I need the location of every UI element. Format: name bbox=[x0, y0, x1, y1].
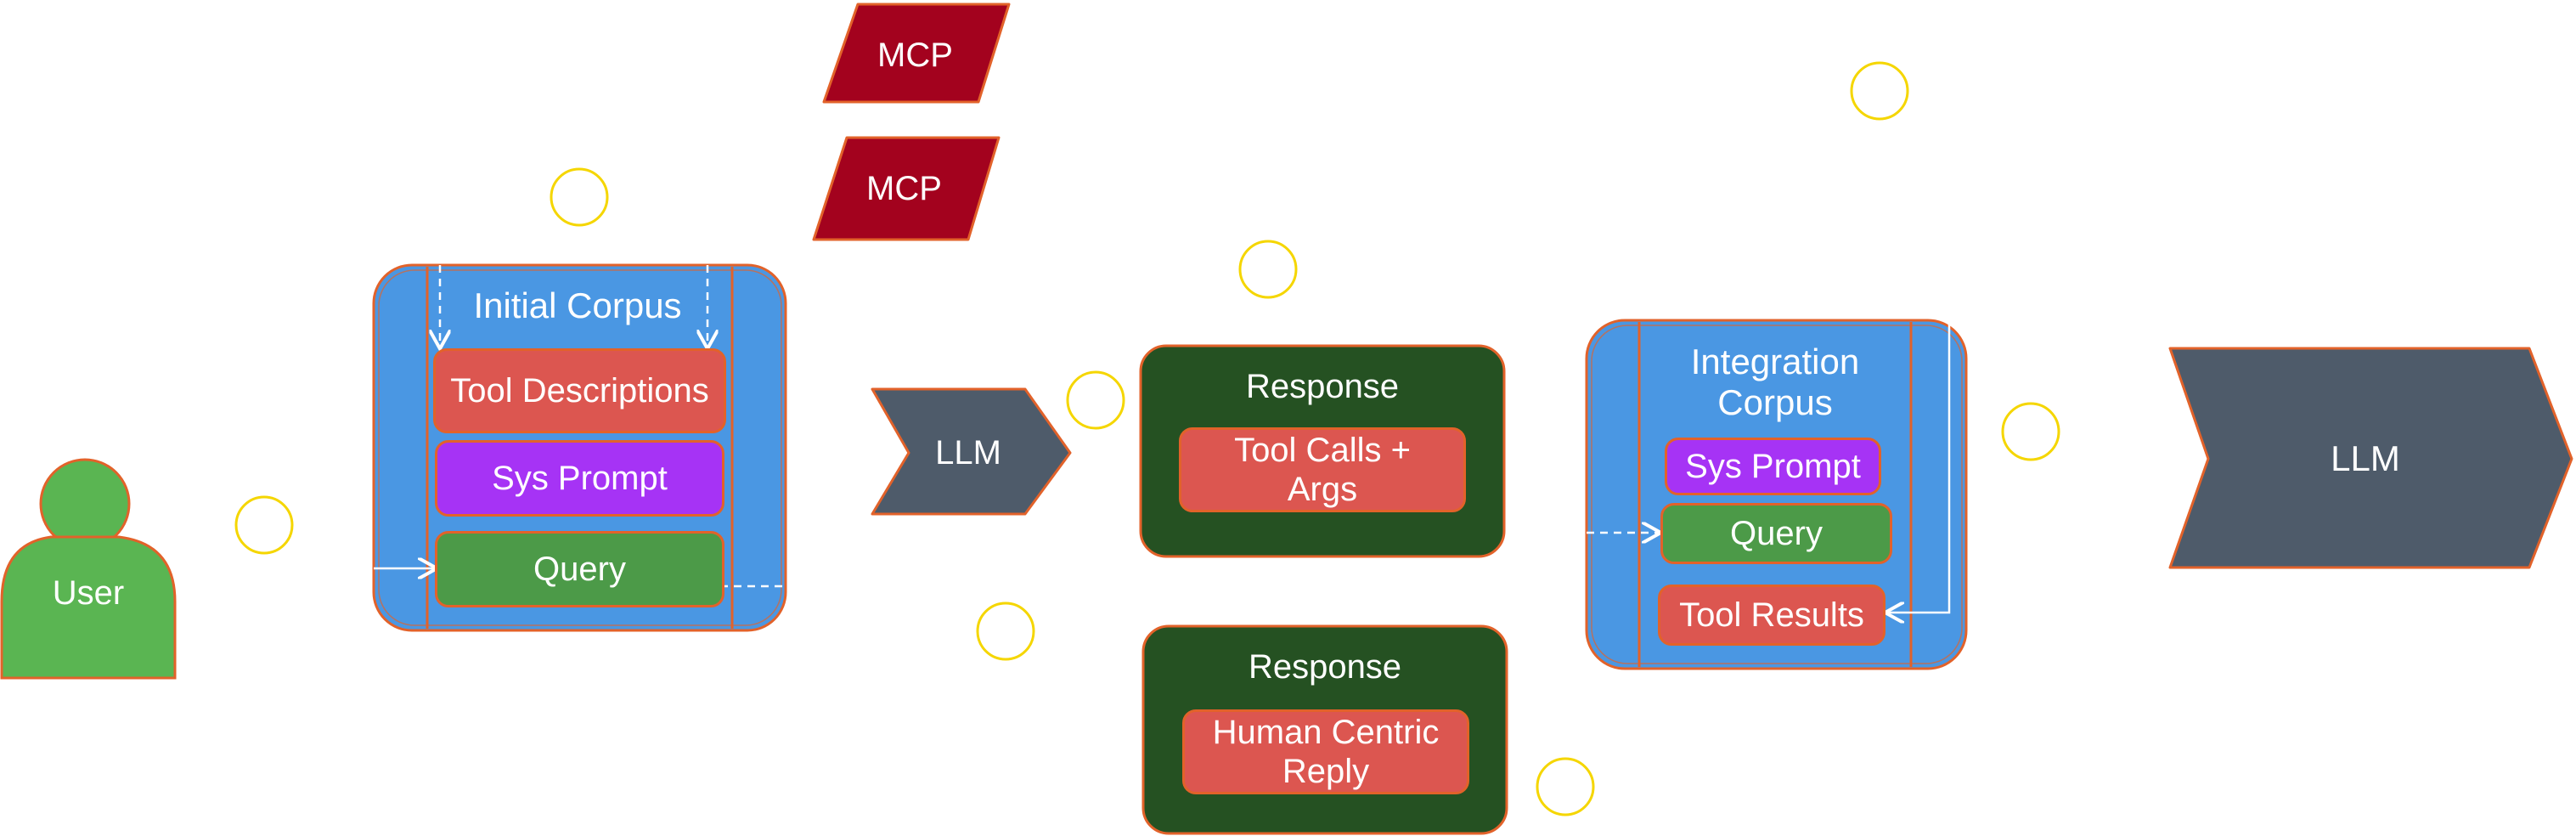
tool-results-box bbox=[1658, 585, 1885, 646]
response-tools-title: Response bbox=[1245, 368, 1400, 405]
marker-circle bbox=[1850, 61, 1909, 121]
human-reply-label: Human Centric Reply bbox=[1212, 714, 1440, 790]
sys-prompt-box-initial bbox=[435, 440, 724, 517]
marker-circle bbox=[550, 167, 609, 227]
tool-calls-box bbox=[1179, 427, 1466, 512]
marker-circle bbox=[2001, 402, 2060, 461]
marker-circle bbox=[1536, 757, 1595, 816]
sys-prompt-label-initial: Sys Prompt bbox=[492, 460, 668, 497]
user-label: User bbox=[52, 574, 125, 612]
llm-first-label: LLM bbox=[935, 434, 1001, 472]
mcp-label-1: MCP bbox=[877, 37, 953, 74]
person-icon bbox=[0, 458, 177, 680]
llm-first-shape bbox=[871, 387, 1072, 516]
marker-circle bbox=[234, 495, 294, 555]
marker-circle bbox=[976, 602, 1035, 661]
marker-circles bbox=[234, 61, 2060, 816]
tool-results-label: Tool Results bbox=[1679, 596, 1864, 634]
initial-corpus-title: Initial Corpus bbox=[473, 285, 682, 325]
sys-prompt-box-integration bbox=[1665, 438, 1881, 495]
response-human-title: Response bbox=[1248, 648, 1402, 686]
tool-descriptions-label: Tool Descriptions bbox=[450, 372, 709, 410]
integration-corpus-title: Integration Corpus bbox=[1690, 341, 1860, 422]
query-label-initial: Query bbox=[533, 551, 626, 588]
mcp-shape-2 bbox=[812, 136, 1001, 241]
marker-circle bbox=[1238, 240, 1298, 299]
llm-final-shape bbox=[2168, 347, 2573, 569]
sys-prompt-label-integration: Sys Prompt bbox=[1685, 448, 1861, 485]
mcp-label-2: MCP bbox=[866, 170, 942, 207]
tool-calls-label: Tool Calls + Args bbox=[1234, 432, 1411, 508]
query-label-integration: Query bbox=[1730, 515, 1823, 552]
mcp-shape-1 bbox=[822, 3, 1011, 104]
human-reply-box bbox=[1182, 709, 1469, 794]
query-box-integration bbox=[1660, 503, 1892, 564]
marker-circle bbox=[1066, 370, 1125, 430]
arrow-loop-tool-results bbox=[1887, 320, 1951, 613]
llm-final-label: LLM bbox=[2331, 438, 2400, 478]
query-box-initial bbox=[435, 531, 724, 607]
tool-descriptions-box bbox=[433, 348, 726, 433]
